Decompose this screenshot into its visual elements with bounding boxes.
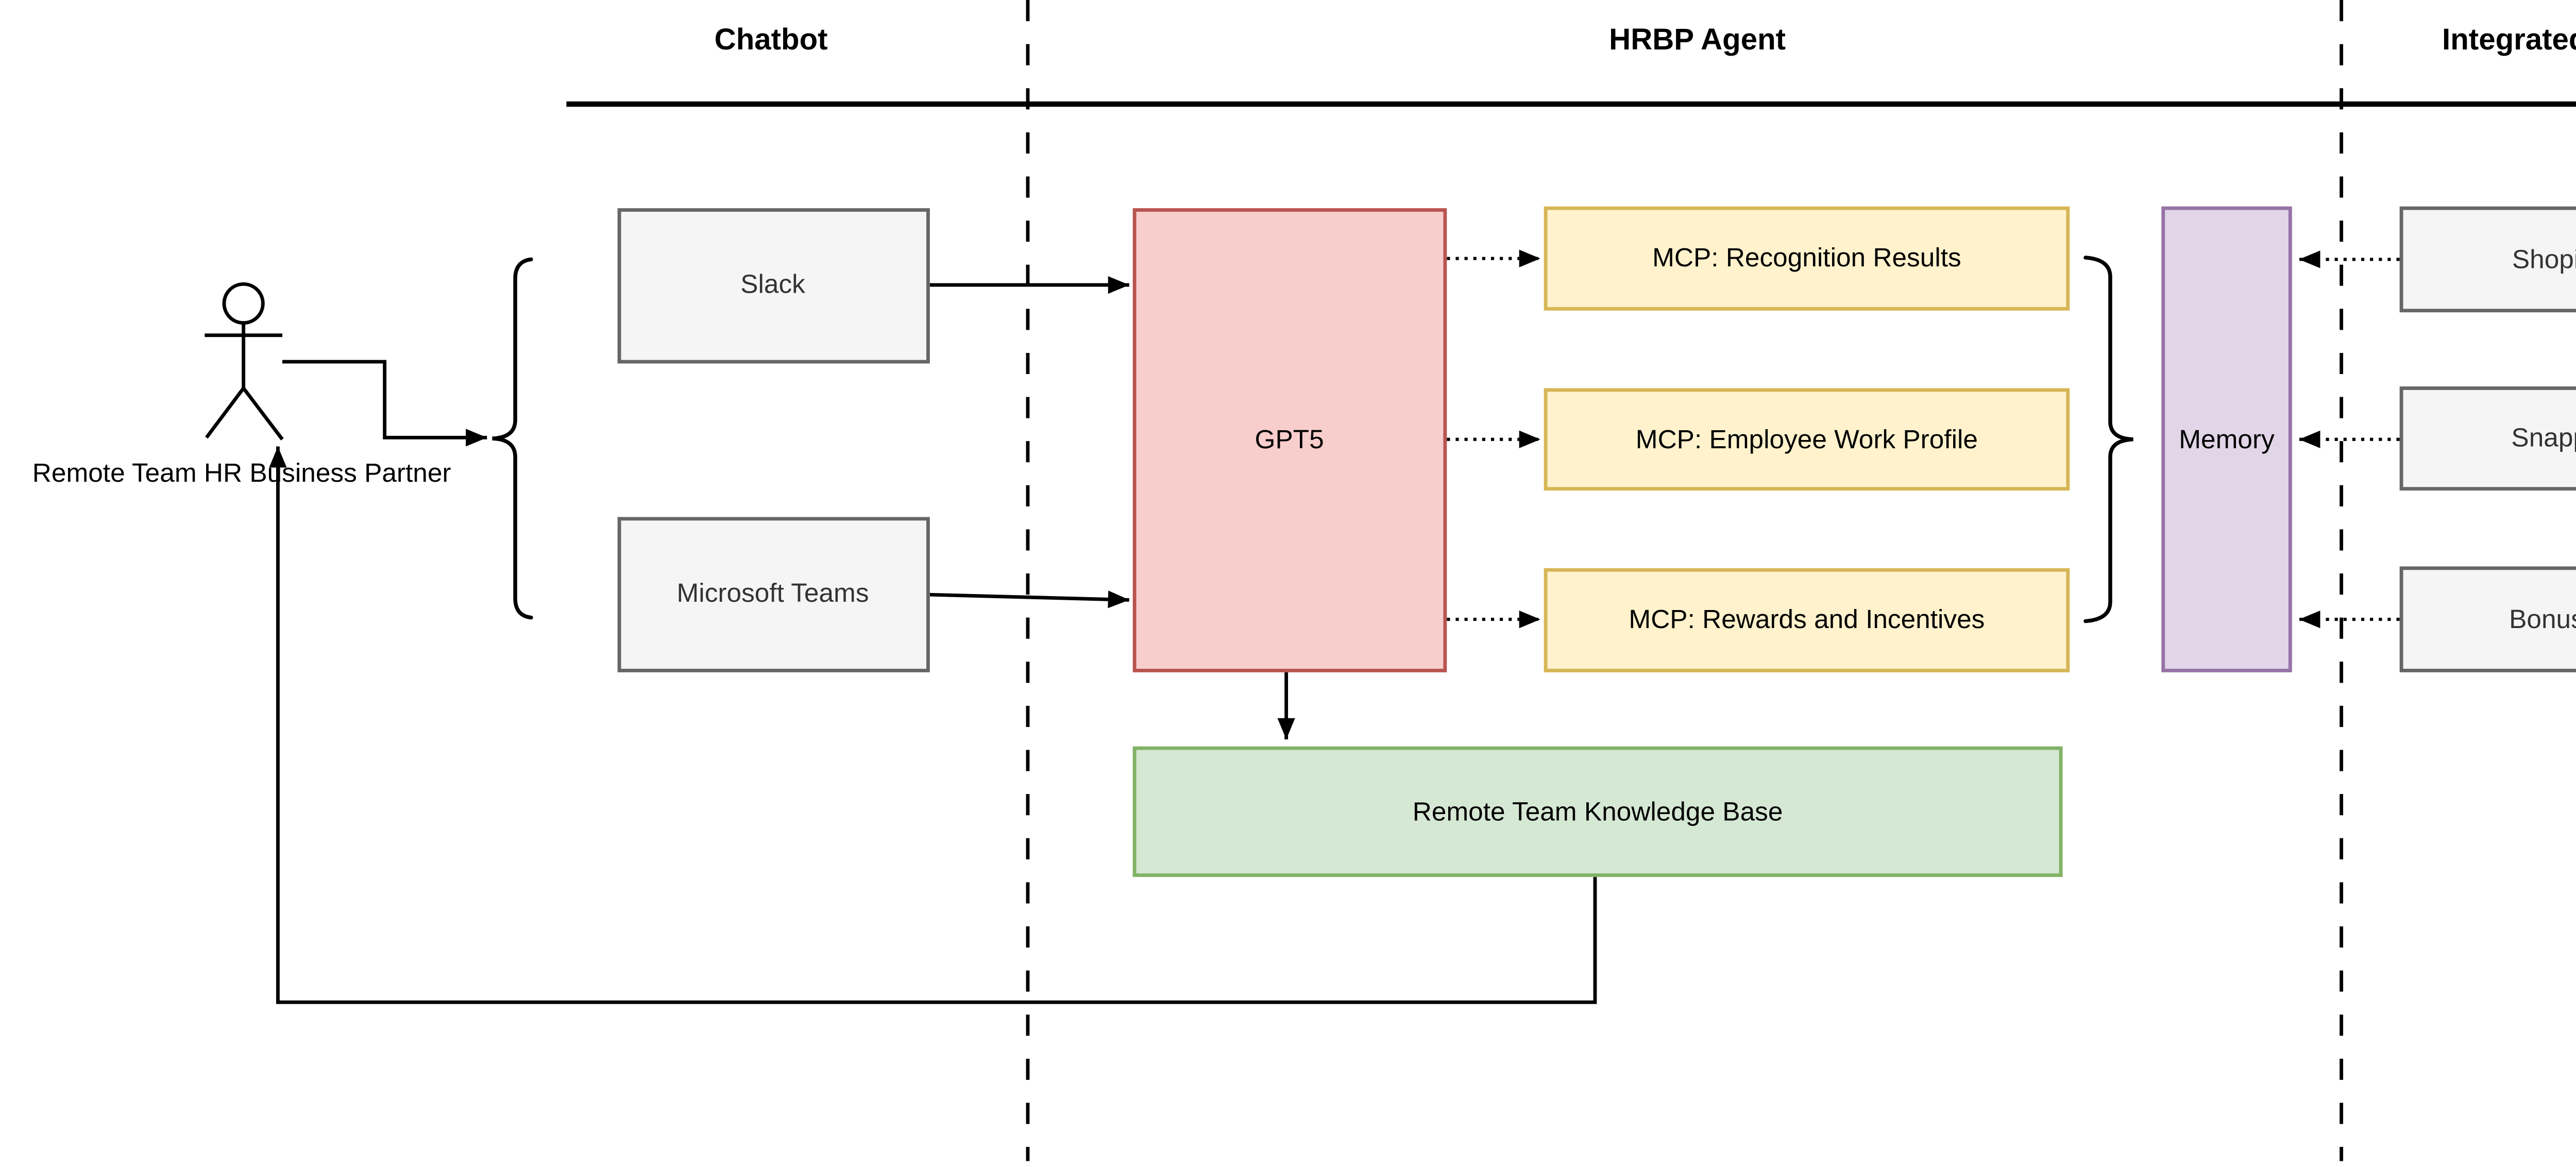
node-slack-label: Slack (740, 269, 805, 300)
node-slack[interactable]: Slack (616, 207, 929, 363)
node-mcp-recognition-results[interactable]: MCP: Recognition Results (1544, 206, 2070, 311)
node-snappy-api[interactable]: Snappy API (2399, 386, 2576, 491)
lane-header-chatbot: Chatbot (714, 23, 828, 57)
edge-actor-to-chatbot[interactable] (282, 360, 487, 447)
node-gpt5[interactable]: GPT5 (1131, 208, 1447, 672)
node-memory[interactable]: Memory (2161, 206, 2292, 672)
node-shopify-api[interactable]: Shopify API (2399, 206, 2576, 313)
node-microsoft-teams[interactable]: Microsoft Teams (616, 516, 929, 672)
node-mcp-recognition-results-label: MCP: Recognition Results (1652, 243, 1961, 274)
mcp-group-brace (2083, 256, 2133, 623)
actor-stick-figure-icon[interactable] (205, 282, 284, 441)
node-memory-label: Memory (2179, 424, 2275, 454)
lane-header-integrated-platform: Integrated Platform (2442, 23, 2576, 57)
node-gpt5-label: GPT5 (1255, 425, 1324, 455)
actor-label: Remote Team HR Business Partner (32, 459, 451, 489)
node-shopify-api-label: Shopify API (2512, 244, 2576, 275)
chatbot-group-brace (492, 257, 533, 620)
node-remote-team-knowledge-base[interactable]: Remote Team Knowledge Base (1132, 746, 2063, 877)
node-mcp-rewards-and-incentives-label: MCP: Rewards and Incentives (1629, 605, 1985, 635)
node-remote-team-knowledge-base-label: Remote Team Knowledge Base (1412, 797, 1783, 827)
actor-head (222, 282, 265, 325)
node-bonusly-api-label: Bonusly API (2509, 604, 2576, 635)
lane-header-hrbp-agent: HRBP Agent (1609, 23, 1786, 57)
node-microsoft-teams-label: Microsoft Teams (676, 579, 869, 610)
edge-knowledge-base-to-actor[interactable] (269, 446, 1597, 1004)
edge-teams-to-gpt5[interactable] (929, 590, 1129, 608)
node-mcp-employee-work-profile[interactable]: MCP: Employee Work Profile (1544, 388, 2070, 491)
node-bonusly-api[interactable]: Bonusly API (2399, 566, 2576, 672)
node-snappy-api-label: Snappy API (2511, 423, 2576, 454)
node-mcp-employee-work-profile-label: MCP: Employee Work Profile (1635, 424, 1978, 454)
actor-legs (205, 387, 284, 441)
node-mcp-rewards-and-incentives[interactable]: MCP: Rewards and Incentives (1544, 568, 2070, 672)
